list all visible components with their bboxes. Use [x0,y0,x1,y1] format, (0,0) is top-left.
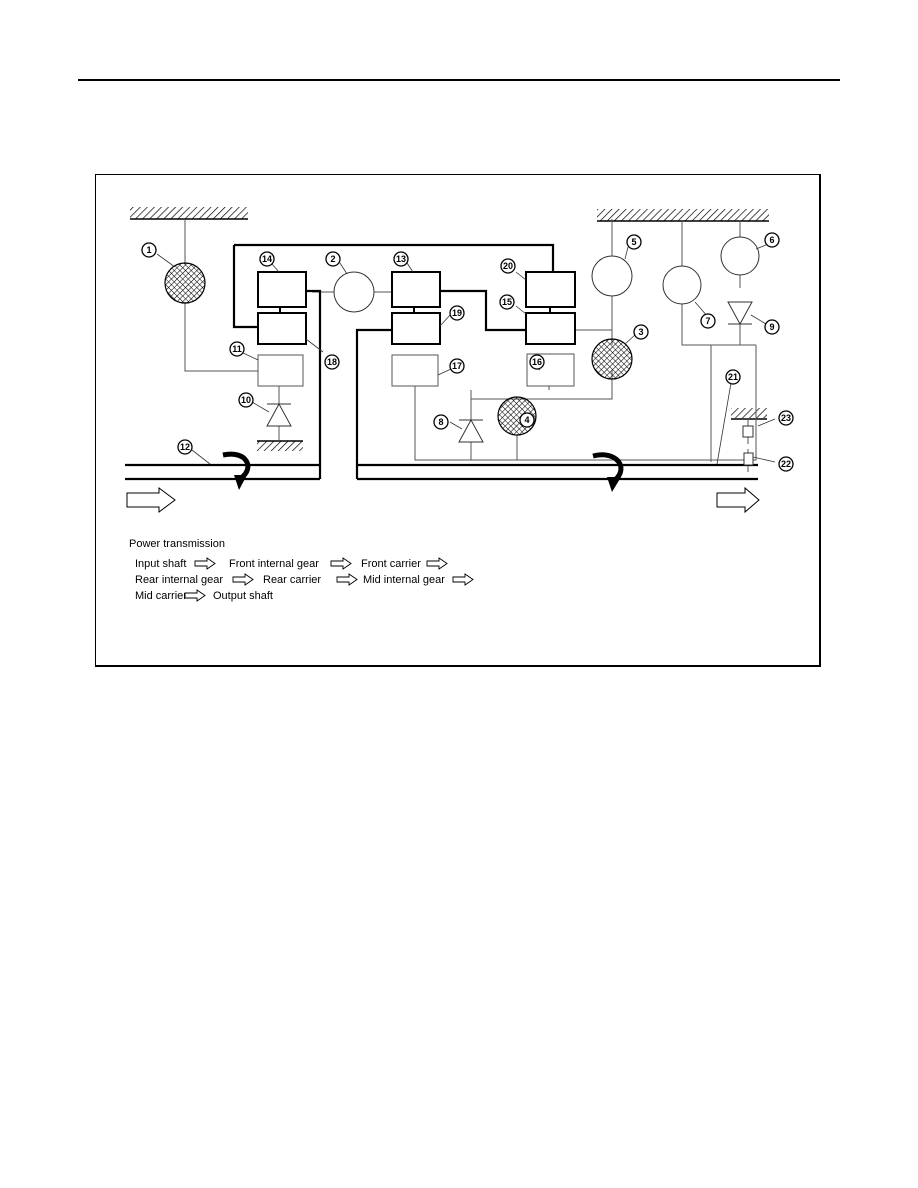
front-sun-box-14 [257,271,307,308]
callout-circle [433,414,449,430]
parking-pawl-23 [742,425,754,438]
callout-number: 9 [769,322,774,332]
callout-number: 23 [781,413,791,423]
flow-output-shaft: Output shaft [213,590,273,602]
callout-number: 1 [146,245,151,255]
callout-number: 20 [503,261,513,271]
housing-small-right [731,408,767,418]
input-flow-arrow [126,487,176,513]
rear-carrier-box-19 [391,312,441,345]
rear-sun-box-13 [391,271,441,308]
front-internal-box-11 [257,354,304,387]
one-way-clutch-8 [458,418,484,443]
callout-circle [519,412,535,428]
callout-number: 7 [705,316,710,326]
callout-circle [725,369,741,385]
callout-circle [177,439,193,455]
diagram-frame [95,174,821,667]
callout-number: 5 [631,237,636,247]
flow-rear-internal-gear: Rear internal gear [135,574,223,586]
callout-number: 15 [502,297,512,307]
housing-small-left [257,441,303,451]
flow-arrows [184,557,474,602]
callout-circle [500,258,516,274]
clutch-circle-6 [720,236,760,276]
callout-number: 22 [781,459,791,469]
callout-number: 17 [452,361,462,371]
callout-number: 3 [638,327,643,337]
callout-circle [141,242,157,258]
flow-mid-carrier: Mid carrier [135,590,187,602]
flow-front-internal-gear: Front internal gear [229,558,319,570]
thin-lines [184,219,757,472]
flow-mid-internal-gear: Mid internal gear [363,574,445,586]
flow-rear-carrier: Rear carrier [263,574,321,586]
rear-internal-box-17 [391,354,439,387]
mid-carrier-box-15 [525,312,576,345]
callout-circle [778,410,794,426]
callout-number: 12 [180,442,190,452]
front-carrier-box-18 [257,312,307,345]
output-rotation-arrow [592,452,624,492]
callout-circle [529,354,545,370]
callout-number: 13 [396,254,406,264]
callout-circle [700,313,716,329]
callout-circle [393,251,409,267]
parking-gear-22 [743,452,754,466]
thick-lines [125,243,758,481]
one-way-clutch-10 [266,402,292,427]
clutch-circle-7 [662,265,702,305]
header-rule [78,79,840,81]
callout-circle [259,251,275,267]
callout-number: 11 [232,344,242,354]
callout-number: 10 [241,395,251,405]
callout-circle [633,324,649,340]
flow-input-shaft: Input shaft [135,558,186,570]
callout-circle [764,232,780,248]
callout-number: 19 [452,308,462,318]
callout-circle [238,392,254,408]
callout-number: 21 [728,372,738,382]
callout-circle [626,234,642,250]
brake-circle-3 [591,338,633,380]
callout-circle [449,305,465,321]
callout-number: 6 [769,235,774,245]
callout-circle [778,456,794,472]
callout-circle [325,251,341,267]
mid-sun-box-20 [525,271,576,308]
leader-lines [156,244,776,465]
callout-circle [324,354,340,370]
callout-number: 4 [524,415,529,425]
callout-number: 18 [327,357,337,367]
clutch-circle-2 [333,271,375,313]
input-rotation-arrow [222,451,251,490]
callout-number: 8 [438,417,443,427]
callout-number: 16 [532,357,542,367]
one-way-clutch-9 [727,301,753,326]
housing-right [597,209,769,221]
callout-number: 2 [330,254,335,264]
callout-circle [764,319,780,335]
callout-circle [499,294,515,310]
flow-front-carrier: Front carrier [361,558,421,570]
callout-number: 14 [262,254,272,264]
clutch-circle-5 [591,255,633,297]
power-title: Power transmission [129,538,225,550]
output-flow-arrow [716,486,760,514]
callout-circle [229,341,245,357]
brake-circle-1 [164,262,206,304]
callout-circle [449,358,465,374]
housing-left [130,207,248,219]
